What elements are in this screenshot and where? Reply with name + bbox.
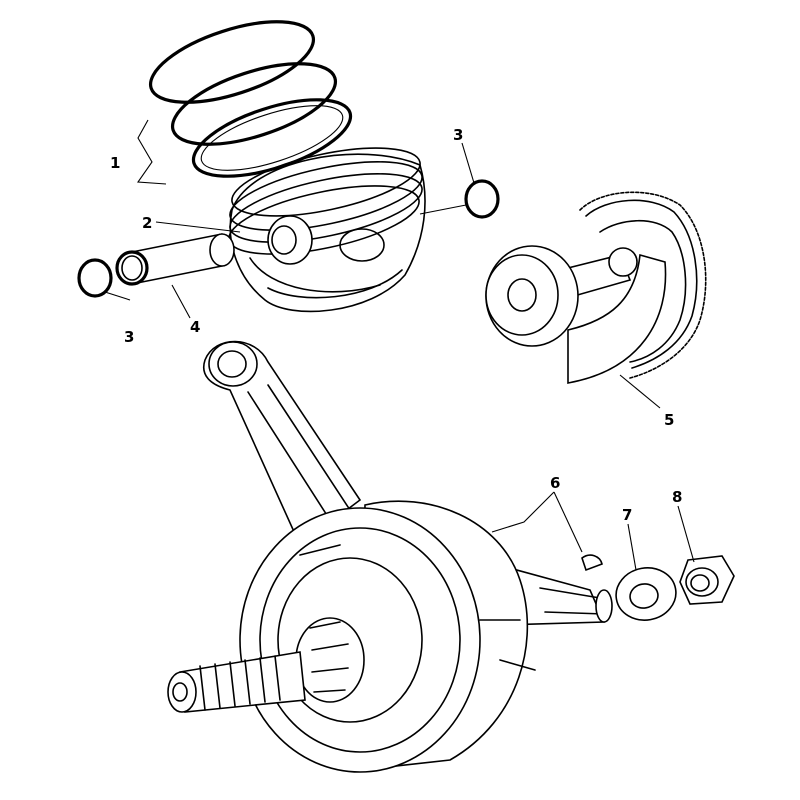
callout-8: 8 (672, 488, 682, 506)
callout-1: 1 (110, 154, 120, 172)
woodruff-key (581, 554, 603, 572)
callout-2: 2 (142, 214, 152, 232)
ring-set-bracket (136, 119, 167, 185)
piston-ring-top (148, 20, 316, 104)
hex-nut (679, 555, 735, 605)
callout-3-left: 3 (124, 328, 134, 346)
callout-3-top: 3 (453, 126, 463, 144)
callout-5: 5 (664, 411, 674, 429)
leader-lines (104, 142, 695, 571)
callout-7: 7 (622, 506, 632, 524)
piston-ring-set (148, 20, 353, 178)
washer (615, 567, 677, 621)
piston-pin (115, 233, 235, 286)
callout-labels: 1 2 3 3 4 5 6 7 8 (110, 126, 682, 524)
piston-ring-bottom (191, 98, 353, 178)
piston (228, 147, 426, 313)
callout-4: 4 (190, 318, 200, 336)
piston-ring-middle (170, 62, 338, 146)
callout-6: 6 (550, 474, 560, 492)
connecting-rod (203, 340, 362, 547)
piston-pin-clip-right (464, 179, 500, 219)
piston-pin-clip-left (77, 258, 113, 298)
crankshaft-assembly (167, 500, 613, 773)
balancer-shaft-gear (485, 191, 707, 384)
